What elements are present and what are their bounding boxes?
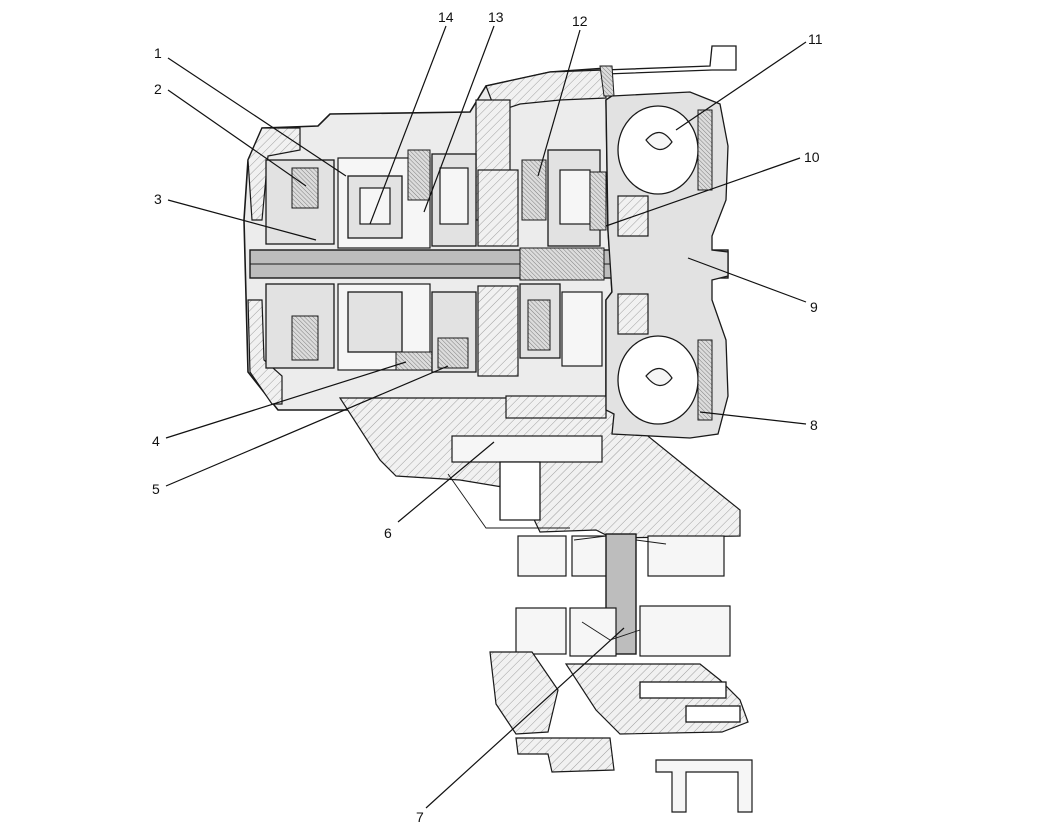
callout-13: 13 [488, 9, 504, 25]
leader-11 [675, 41, 807, 131]
leader-12 [537, 29, 581, 177]
callout-6: 6 [384, 525, 392, 541]
callout-3: 3 [154, 191, 162, 207]
callout-10: 10 [804, 149, 820, 165]
leader-5 [165, 365, 449, 487]
leader-3 [167, 199, 317, 241]
callout-5: 5 [152, 481, 160, 497]
callout-11: 11 [808, 31, 823, 47]
leader-1 [167, 57, 347, 177]
callout-12: 12 [572, 13, 588, 29]
callout-4: 4 [152, 433, 160, 449]
leader-14 [369, 25, 447, 225]
callout-7: 7 [416, 809, 424, 825]
callout-14: 14 [438, 9, 454, 25]
leader-2 [167, 89, 307, 187]
leader-4 [165, 361, 407, 439]
differential-assembly [489, 533, 753, 813]
lower-clutch-assembly [265, 283, 603, 377]
callout-2: 2 [154, 81, 162, 97]
leader-8 [699, 411, 807, 425]
callout-8: 8 [810, 417, 818, 433]
callout-9: 9 [810, 299, 818, 315]
leader-lines [165, 25, 807, 809]
leader-6 [397, 441, 495, 523]
leader-10 [605, 157, 801, 227]
torque-converter [605, 91, 729, 439]
top-mount-bracket [599, 45, 737, 97]
callout-1: 1 [154, 45, 162, 61]
leader-13 [423, 25, 495, 213]
leader-9 [687, 257, 807, 303]
upper-clutch-assembly [265, 149, 607, 249]
leader-7 [425, 627, 625, 809]
callout-labels: 1 2 3 4 5 6 7 8 9 10 11 12 13 14 [152, 9, 823, 825]
